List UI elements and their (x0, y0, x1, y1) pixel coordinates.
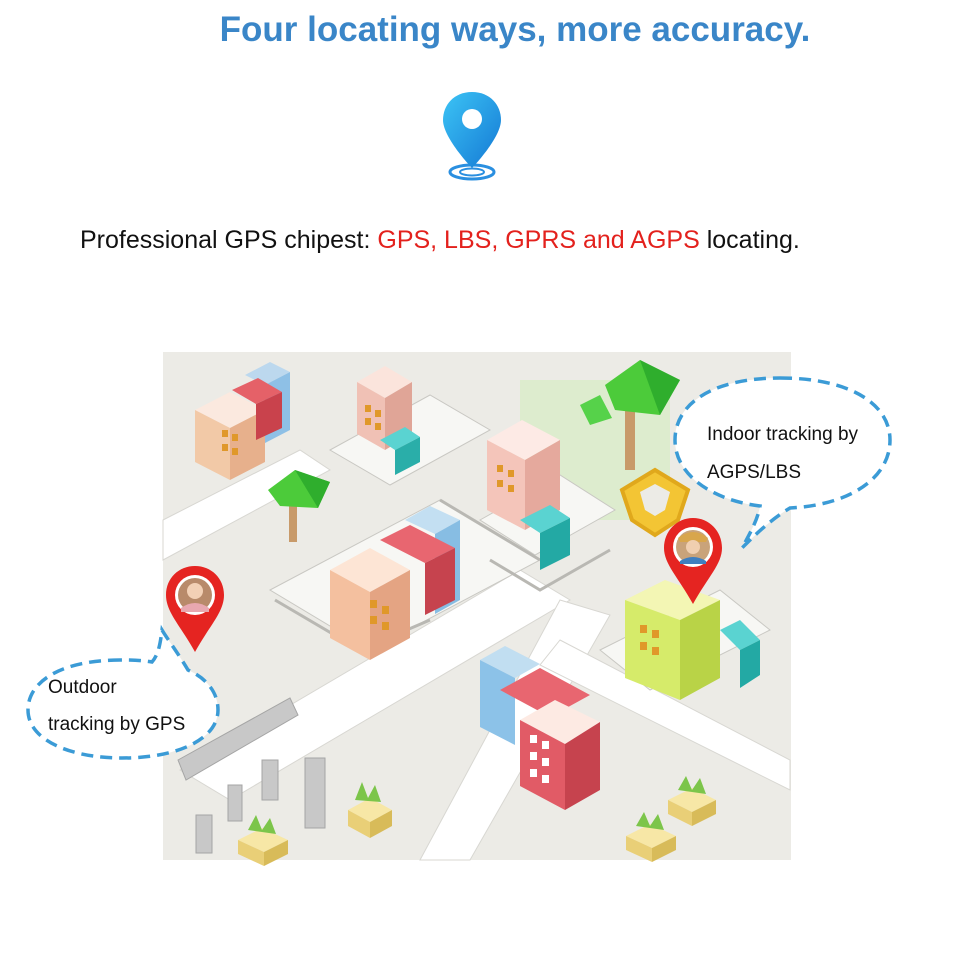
indoor-tracking-label: Indoor tracking by (707, 424, 859, 445)
plant-icon (668, 776, 716, 826)
indoor-bubble (673, 376, 892, 550)
headline: Four locating ways, more accuracy. (219, 10, 811, 49)
plant-icon (238, 815, 288, 866)
building-center-right (487, 420, 570, 570)
building-top-left (195, 362, 290, 480)
locating-methods: GPS, LBS, GPRS and AGPS (377, 226, 700, 254)
tree-icon (580, 360, 680, 470)
building-center (330, 506, 460, 660)
indoor-tracking-method: AGPS/LBS (707, 462, 801, 483)
outdoor-bubble (26, 624, 220, 760)
outdoor-tracking-label: Outdoor (48, 677, 117, 698)
location-pin-icon (664, 518, 722, 604)
plant-icon (626, 812, 676, 862)
subline-prefix: Professional GPS chipest: (80, 226, 378, 254)
building-right (625, 580, 760, 700)
feature-description: Professional GPS chipest: GPS, LBS, GPRS… (80, 226, 800, 255)
tree-icon (268, 470, 330, 542)
location-pin-icon (166, 566, 224, 652)
location-pin-icon (443, 92, 501, 181)
plant-icon (348, 782, 392, 838)
building-top-middle (357, 366, 420, 475)
city-illustration (26, 352, 892, 866)
subline-suffix: locating. (699, 226, 800, 254)
outdoor-tracking-method: tracking by GPS (48, 714, 186, 735)
